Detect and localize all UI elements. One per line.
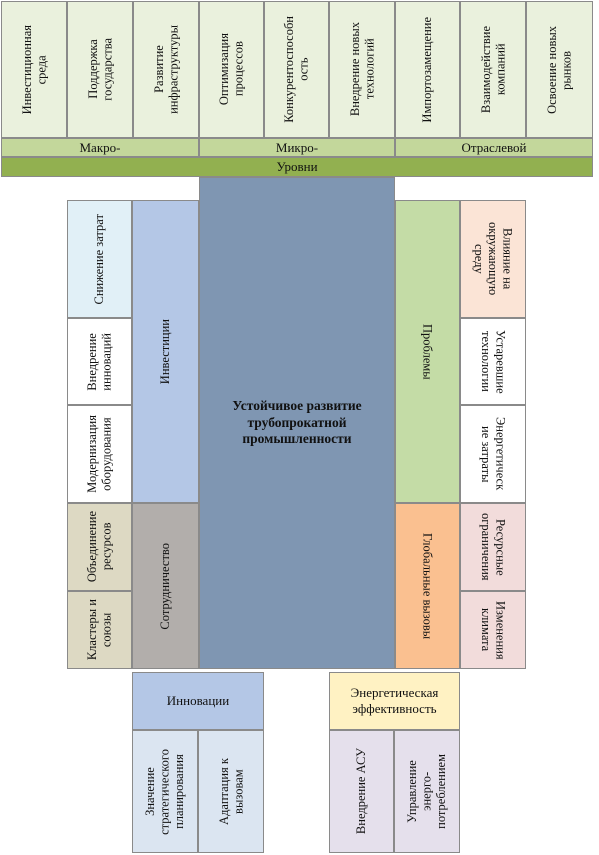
item-energy-costs: Энергетическ ие затраты (460, 405, 526, 503)
item-label: Объединение ресурсов (85, 511, 114, 583)
item-label: Модернизация оборудования (85, 415, 114, 493)
item-label: Устаревшие технологии (479, 329, 508, 394)
center-block: Устойчивое развитие трубопрокатной промы… (199, 177, 395, 669)
level-sector: Отраслевой (395, 138, 593, 157)
factor-new-markets: Освоение новых рынков (526, 1, 593, 138)
item-label: Снижение затрат (92, 213, 107, 305)
item-innovation-adoption: Внедрение инноваций (67, 318, 132, 405)
factor-label: Конкурентоспособн ость (282, 16, 311, 123)
category-innovations: Инновации (132, 672, 264, 730)
level-micro: Микро- (199, 138, 395, 157)
item-climate-change: Изменения климата (460, 591, 526, 669)
item-label: Управление энерго- потреблением (405, 754, 449, 829)
item-label: Влияние на окружающую среду (471, 222, 515, 296)
item-label: Изменения климата (479, 600, 508, 660)
factor-new-technologies: Внедрение новых технологий (329, 1, 395, 138)
item-label: Внедрение инноваций (85, 332, 114, 391)
category-investments: Инвестиции (132, 200, 199, 503)
category-label: Инновации (166, 693, 230, 709)
level-macro: Макро- (1, 138, 199, 157)
category-label: Сотрудничество (158, 542, 173, 630)
level-micro-label: Микро- (275, 139, 319, 155)
factor-label: Импортозамещение (420, 16, 435, 123)
category-cooperation: Сотрудничество (132, 503, 199, 669)
item-resource-pooling: Объединение ресурсов (67, 503, 132, 591)
item-label: Значение стратегического планирования (143, 748, 187, 835)
level-sector-label: Отраслевой (461, 139, 527, 155)
category-problems: Проблемы (395, 200, 460, 503)
item-label: Внедрение АСУ (354, 748, 369, 835)
item-label: Кластеры и союзы (85, 599, 114, 661)
category-label: Проблемы (420, 323, 435, 380)
item-acs-adoption: Внедрение АСУ (329, 730, 394, 853)
item-energy-management: Управление энерго- потреблением (394, 730, 460, 853)
item-outdated-technologies: Устаревшие технологии (460, 318, 526, 405)
item-clusters-unions: Кластеры и союзы (67, 591, 132, 669)
item-cost-reduction: Снижение затрат (67, 200, 132, 318)
category-label: Инвестиции (158, 318, 173, 385)
factor-competitiveness: Конкурентоспособн ость (264, 1, 329, 138)
factor-label: Развитие инфраструктуры (151, 25, 180, 114)
factor-label: Освоение новых рынков (545, 25, 574, 114)
category-energy-efficiency: Энергетическая эффективность (329, 672, 460, 730)
category-global-challenges: Глобальные вызовы (395, 503, 460, 669)
item-label: Адаптация к вызовам (216, 758, 245, 825)
levels-bar: Уровни (1, 157, 593, 177)
factor-label: Внедрение новых технологий (347, 22, 376, 117)
category-label: Глобальные вызовы (420, 532, 435, 640)
factor-infrastructure: Развитие инфраструктуры (133, 1, 199, 138)
center-title: Устойчивое развитие трубопрокатной промы… (232, 397, 362, 447)
item-equipment-modernization: Модернизация оборудования (67, 405, 132, 503)
factor-label: Инвестиционная среда (19, 24, 48, 115)
item-label: Энергетическ ие затраты (479, 417, 508, 491)
item-strategic-planning: Значение стратегического планирования (132, 730, 198, 853)
factor-investment-climate: Инвестиционная среда (1, 1, 67, 138)
level-macro-label: Макро- (79, 139, 121, 155)
item-adaptation: Адаптация к вызовам (198, 730, 264, 853)
factor-process-optimization: Оптимизация процессов (199, 1, 264, 138)
factor-label: Взаимодействие компаний (478, 25, 507, 114)
factor-label: Поддержка государства (85, 38, 114, 101)
category-label: Энергетическая эффективность (350, 685, 439, 716)
factor-import-substitution: Импортозамещение (395, 1, 460, 138)
levels-title: Уровни (276, 159, 318, 175)
item-label: Ресурсные ограничения (479, 513, 508, 581)
factor-company-interaction: Взаимодействие компаний (460, 1, 526, 138)
item-resource-constraints: Ресурсные ограничения (460, 503, 526, 591)
factor-label: Оптимизация процессов (217, 33, 246, 106)
item-environmental-impact: Влияние на окружающую среду (460, 200, 526, 318)
factor-state-support: Поддержка государства (67, 1, 133, 138)
